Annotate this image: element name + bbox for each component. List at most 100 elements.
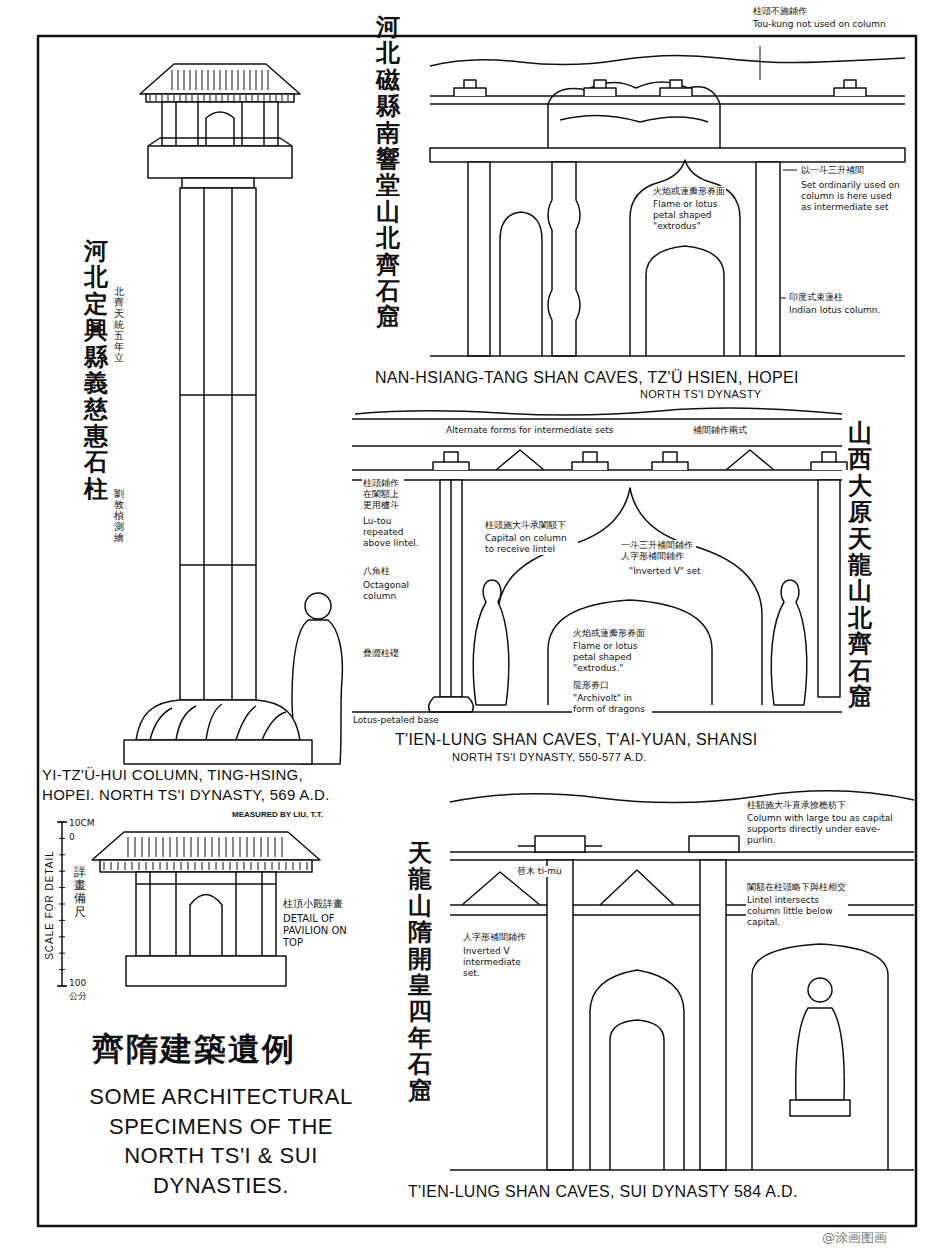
hatching [59, 822, 65, 986]
hatching [150, 95, 288, 101]
annotation: 龍形券口 [572, 680, 610, 691]
detail-label: DETAIL OF PAVILION ON TOP [282, 913, 348, 949]
bracket-set [572, 452, 608, 470]
cave-facade [630, 160, 740, 356]
page-title: 齊隋建築遺例 [92, 1030, 296, 1068]
annotation: 闌額在柱頭略下與柱相交 [746, 882, 847, 893]
cave-facade [352, 408, 847, 712]
pavilion-detail [136, 872, 276, 956]
cave-facade [548, 600, 712, 705]
annotation: Lu-tou repeated above lintel. [362, 516, 422, 548]
figure-caption: HOPEI. NORTH TS'I DYNASTY, 569 A.D. [42, 786, 330, 804]
cave-facade [590, 970, 684, 1170]
annotation: Tou-kung not used on column [752, 19, 904, 30]
annotation: 火焰或蓮瓣形券面 [652, 186, 726, 197]
scale-number: 0 [68, 832, 76, 843]
stone-column [136, 700, 300, 740]
cave-facade [547, 860, 573, 1170]
detail-label: 柱頂小殿詳畫 [282, 898, 344, 910]
cave-facade [462, 870, 674, 905]
cave-title: 河北磁縣南響堂山北齊石窟 [376, 14, 400, 331]
stone-column [150, 704, 286, 740]
annotation: 補間鋪作兩式 [692, 425, 748, 436]
annotation: 一斗三升補間鋪作人字形補間鋪作 [620, 540, 696, 562]
figure-caption: NORTH TS'I DYNASTY, 550-577 A.D. [452, 751, 647, 764]
annotation: 替木 ti-mu [516, 866, 563, 877]
figure-caption: T'IEN-LUNG SHAN CAVES, T'AI-YUAN, SHANSI [395, 730, 757, 749]
annotation: Alternate forms for intermediate sets [445, 425, 614, 436]
cave-facade [468, 162, 490, 356]
pavilion-detail [57, 822, 320, 986]
pavilion-detail [92, 832, 320, 860]
scale-label: SCALE FOR DETAIL [44, 850, 56, 960]
cave-facade [610, 1020, 664, 1170]
annotation: Indian lotus column. [788, 305, 881, 316]
cave-facade [355, 408, 842, 415]
figure-caption: YI-TZ'Ü-HUI COLUMN, TING-HSING, [42, 766, 303, 784]
figure [771, 580, 807, 705]
annotation: Octagonal column [362, 580, 419, 602]
annotation: 柱頭鋪作在闌額上更用櫨斗 [362, 478, 404, 510]
human-figure [305, 593, 331, 619]
cave-facade [430, 55, 905, 66]
surveyor-note: 劉敦楨測繪 [114, 488, 124, 543]
cave-facade [440, 480, 462, 697]
buddha-figure [796, 1008, 845, 1100]
bracket-set [454, 80, 486, 96]
hatching [172, 70, 268, 90]
bracket-set [584, 80, 616, 96]
stone-column [148, 138, 292, 146]
annotation: Lintel intersects column little below ca… [746, 895, 848, 927]
date-note: 北齊天統五年立 [114, 286, 124, 363]
cave-facade [450, 852, 914, 860]
bracket-set [433, 452, 469, 470]
annotation: 火焰或蓮瓣形券面 [572, 628, 646, 639]
cave-facade [818, 480, 840, 697]
cave-facade [430, 148, 905, 162]
inverted-v-set [726, 450, 774, 470]
cave-title: 天龍山隋開皇四年石窟 [408, 840, 432, 1104]
cave-facade [450, 480, 452, 697]
stone-column [180, 188, 256, 700]
cave-facade [752, 944, 888, 1170]
stone-column [146, 94, 294, 102]
buddha-figure [808, 978, 832, 1002]
stone-column [162, 102, 278, 146]
annotation: 柱額施大斗直承撩檐枋下 [746, 800, 847, 811]
stone-column [176, 102, 264, 146]
bracket-set [660, 80, 692, 96]
cave-facade [548, 82, 720, 148]
pavilion-detail [126, 956, 286, 986]
annotation: "Archivolt" in form of dragons [572, 693, 652, 715]
annotation: 柱頭施大斗承闌額下 [484, 520, 567, 531]
cave-title: 山西大原天龍山北齊石窟 [848, 420, 872, 710]
cave-facade [352, 419, 842, 480]
annotation: 疊澀柱礎 [362, 648, 400, 659]
annotation: 以一斗三升補間 [800, 165, 865, 176]
annotation: Flame or lotus petal shaped "extrodus" [652, 199, 730, 231]
annotation: 八角柱 [362, 566, 391, 577]
cave-facade [430, 355, 905, 357]
stone-column [124, 64, 342, 764]
leader-line [760, 46, 797, 298]
pavilion-detail [190, 895, 222, 957]
hatching [104, 862, 307, 870]
figure-caption: NORTH TS'I DYNASTY [640, 388, 761, 401]
bracket-set [652, 452, 688, 470]
cave-facade [756, 162, 780, 356]
page-frame [38, 36, 916, 1226]
scale-number: 10CM [68, 818, 96, 829]
scale-label: 詳畫備尺 [74, 866, 86, 919]
annotation: Inverted V intermediate set. [462, 946, 534, 978]
annotation: Flame or lotus petal shaped "extrodus." [572, 641, 652, 673]
bracket-set [454, 80, 866, 96]
scale-unit: 公分 [68, 991, 88, 1002]
pavilion-detail [136, 872, 276, 956]
annotation: Capital on column to receive lintel [484, 533, 578, 555]
watermark: @涂画图画 [822, 1230, 887, 1246]
scale-number: 100 [68, 978, 87, 989]
annotation: 人字形補間鋪作 [462, 932, 527, 943]
cave-facade [430, 46, 905, 356]
cave-facade [790, 1100, 850, 1116]
